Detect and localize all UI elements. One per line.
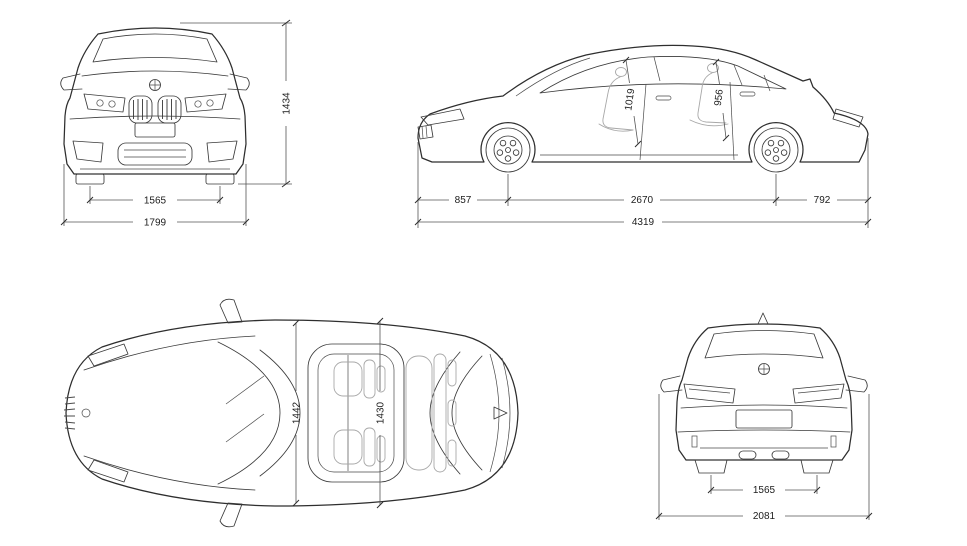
rear-end-line [501, 357, 511, 469]
front-tire-left [75, 173, 105, 185]
front-bumper-line [69, 115, 241, 120]
bmw-roundel-icon [758, 363, 770, 375]
rear-tire-right [800, 459, 834, 474]
side-quarter-window-divider [763, 74, 771, 92]
top-view-drawing: 1442 1430 [63, 298, 519, 528]
hood-line-top [83, 335, 256, 371]
rear-bench-top [405, 353, 457, 473]
rear-body-outline [675, 323, 853, 461]
mirror-top [219, 298, 243, 324]
front-kidney-grille [128, 95, 182, 124]
front-tire-right [205, 173, 235, 185]
front-windshield [92, 33, 218, 63]
top-car-outline [63, 298, 519, 528]
mirror-left [60, 73, 83, 91]
rear-width-dimension: 2081 [655, 394, 873, 522]
interior-width-front-label: 1442 [292, 401, 303, 424]
sunroof [317, 353, 395, 473]
wheelbase-label: 2670 [631, 195, 654, 206]
reflector-left [691, 435, 698, 448]
tailgate-crease [680, 404, 848, 409]
overall-length-label: 4319 [632, 217, 655, 228]
front-hood-line [81, 70, 229, 77]
door-handle-rear [739, 91, 756, 97]
door-handle-front [655, 95, 672, 101]
rear-width-label: 2081 [753, 511, 776, 522]
grille-top-view [63, 396, 91, 430]
mirror-left [660, 375, 683, 393]
mirror-right [845, 375, 868, 393]
trunk-edge [489, 353, 500, 473]
headroom-front-label: 1019 [623, 87, 637, 111]
rear-track-label: 1565 [753, 485, 776, 496]
wiper-right [225, 413, 265, 443]
front-view-drawing: 1434 1565 1799 [60, 19, 293, 229]
side-body-outline [417, 44, 869, 163]
front-license-plate [134, 122, 176, 138]
headroom-rear-dimension: 956 [712, 58, 730, 142]
antenna-fin-icon [757, 312, 769, 325]
rear-window-arc-inner [429, 351, 461, 475]
rear-overhang-label: 792 [814, 195, 831, 206]
side-view-drawing: 1019 956 857 2670 792 4319 [414, 44, 872, 228]
front-height-label: 1434 [282, 92, 293, 115]
side-windshield-line [515, 57, 591, 97]
windshield-top-arc [259, 349, 301, 477]
rear-license-plate [735, 409, 793, 429]
front-track-dimension: 1565 [86, 186, 224, 207]
headlight-top-right [87, 459, 129, 483]
rear-window [704, 330, 824, 359]
roof-outline [307, 343, 405, 483]
door-seam-front [639, 83, 647, 161]
rear-car-outline [660, 312, 868, 474]
side-car-outline [417, 44, 869, 173]
front-height-dimension: 1434 [180, 19, 293, 188]
front-track-label: 1565 [144, 196, 167, 207]
front-side-intake-right [206, 140, 238, 163]
front-seats-top [333, 359, 386, 467]
wiper-left [225, 375, 265, 405]
rear-bumper-line [677, 429, 851, 433]
headlight-right [184, 93, 227, 113]
reflector-right [830, 435, 837, 448]
mirror-bottom [219, 502, 243, 528]
front-car-outline [60, 27, 250, 185]
interior-width-rear-dimension: 1430 [376, 317, 387, 509]
headroom-front-dimension: 1019 [622, 56, 642, 148]
front-seat-silhouette [598, 67, 634, 132]
mirror-right [227, 73, 250, 91]
taillight-right [792, 383, 845, 404]
headlight-left [83, 93, 126, 113]
side-b-pillar [653, 56, 661, 82]
rear-view-drawing: 1565 2081 [655, 312, 873, 522]
antenna-fin-icon [493, 406, 508, 420]
front-center-intake [117, 142, 193, 166]
headroom-rear-label: 956 [713, 88, 726, 106]
taillight-left [683, 383, 736, 404]
rear-track-dimension: 1565 [707, 475, 821, 496]
windshield-base-arc [217, 341, 281, 485]
side-taillight [832, 108, 864, 128]
top-body-outline [65, 319, 519, 507]
front-side-intake-left [72, 140, 104, 163]
bmw-roundel-icon [149, 79, 161, 91]
front-width-dimension: 1799 [60, 164, 250, 229]
front-body-outline [63, 27, 247, 175]
side-c-pillar [733, 64, 743, 86]
door-seam-rear [729, 81, 735, 161]
exhaust-right [771, 450, 790, 460]
interior-width-rear-label: 1430 [376, 401, 387, 424]
rear-window-arc-outer [451, 355, 483, 471]
hood-line-bottom [83, 455, 256, 491]
exhaust-left [738, 450, 757, 460]
headlight-top-left [87, 343, 129, 367]
side-grille [417, 124, 434, 140]
side-glasshouse [539, 55, 787, 94]
interior-width-front-dimension: 1442 [292, 319, 303, 507]
rear-tire-left [694, 459, 728, 474]
front-overhang-label: 857 [455, 195, 472, 206]
front-width-label: 1799 [144, 218, 167, 229]
side-headlight [420, 108, 465, 126]
side-length-dimensions: 857 2670 792 4319 [414, 138, 872, 228]
